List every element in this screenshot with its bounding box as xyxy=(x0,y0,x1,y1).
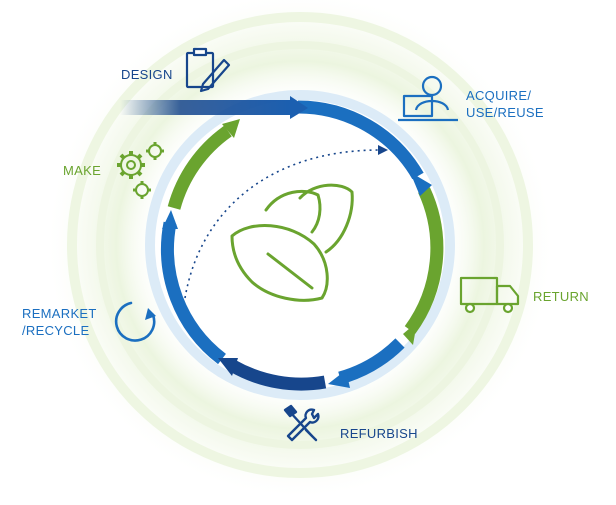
arrowhead-refurbish xyxy=(328,370,350,388)
stage-label-remarket: REMARKET /RECYCLE xyxy=(22,305,97,339)
arrowhead-design xyxy=(222,119,240,138)
stage-label-design: DESIGN xyxy=(121,67,173,82)
segment-remarket-make xyxy=(161,221,226,365)
design-input-arrowhead xyxy=(290,96,308,119)
stage-label-make: MAKE xyxy=(63,163,102,178)
arrowhead-remarket xyxy=(218,358,238,376)
reuse-shortcut-arrowhead xyxy=(378,145,388,155)
halo-ring-mid xyxy=(96,41,504,449)
stage-label-remarket-line2: /RECYCLE xyxy=(22,323,90,338)
arrowhead-make xyxy=(162,210,178,229)
segment-acquire-return xyxy=(404,187,444,334)
reuse-shortcut-dotted-arrow xyxy=(184,149,381,299)
stage-label-remarket-line1: REMARKET xyxy=(22,306,97,321)
inner-white-disc xyxy=(175,120,425,370)
arrowhead-return xyxy=(403,322,417,345)
delivery-truck-icon xyxy=(459,276,520,314)
design-input-bar xyxy=(120,100,292,115)
segment-design-acquire xyxy=(297,100,424,180)
segment-refurbish-remarket xyxy=(229,360,327,391)
circular-arrow-icon xyxy=(114,301,156,342)
leaves-icon xyxy=(230,183,354,302)
halo-ring-blue xyxy=(145,90,455,400)
stage-label-refurbish: REFURBISH xyxy=(340,426,418,441)
halo-ring-outer xyxy=(67,12,533,478)
segment-make-design xyxy=(167,125,232,210)
stage-label-acquire: ACQUIRE/ USE/REUSE xyxy=(466,87,544,121)
gears-icon xyxy=(117,142,164,199)
arrowhead-acquire xyxy=(410,172,432,196)
cycle-arrowheads xyxy=(162,119,432,388)
stage-label-acquire-line2: USE/REUSE xyxy=(466,105,544,120)
stage-label-acquire-line1: ACQUIRE/ xyxy=(466,88,532,103)
wrench-screwdriver-icon xyxy=(283,404,320,442)
person-laptop-icon xyxy=(398,75,458,122)
clipboard-pencil-icon xyxy=(185,47,231,93)
stage-label-return: RETURN xyxy=(533,289,589,304)
